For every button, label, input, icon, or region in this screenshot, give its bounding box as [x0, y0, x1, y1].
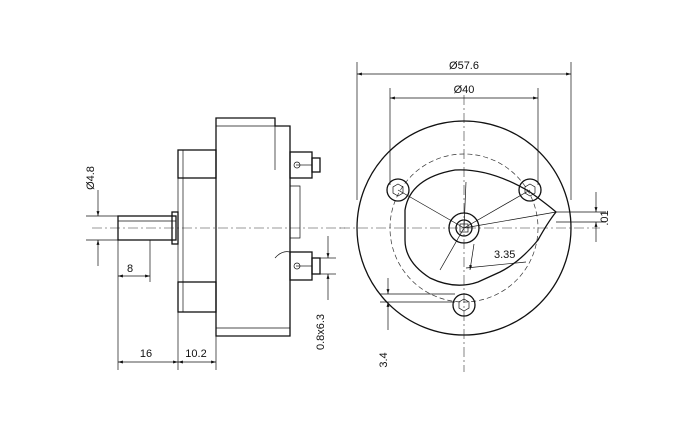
terminal-upper-tip [311, 157, 321, 173]
front-view [340, 95, 600, 372]
terminal-upper-hole [293, 161, 301, 169]
shaft [117, 215, 177, 241]
leader-335 [465, 261, 527, 269]
internal-wire [290, 185, 301, 239]
mounting-circle [389, 153, 539, 303]
mount-hole-bottom [452, 293, 476, 317]
radial-cam [463, 211, 557, 229]
terminal-lower-tip [311, 257, 321, 275]
dim-small-offset: .01 [599, 210, 611, 225]
dim-shaft-diameter: Ø4.8 [85, 166, 97, 190]
dim-outer-diameter: Ø57.6 [449, 60, 479, 72]
terminal-lower-hole [293, 262, 301, 270]
radial-up [463, 181, 467, 229]
dim-shaft-flat: 8 [127, 263, 133, 275]
side-dimensions: Ø4.8 8 16 10.2 0.8x6.3 [85, 166, 336, 370]
side-view [92, 117, 345, 337]
terminal-lower-bend [274, 251, 291, 259]
dim-mount-diameter: Ø40 [454, 84, 475, 96]
mount-hole-right [518, 178, 542, 202]
hub-outer [448, 212, 480, 244]
main-body [215, 117, 291, 337]
front-plate [177, 177, 217, 283]
outer-circle [356, 120, 572, 336]
dim-shaft-length: 16 [140, 348, 152, 360]
dim-body-offset: 10.2 [185, 348, 206, 360]
radial-right [463, 189, 531, 229]
dim-terminal: 0.8x6.3 [315, 314, 327, 350]
dim-tab-offset: 3.4 [378, 352, 390, 367]
bushing-bottom [177, 281, 217, 313]
cam-plate [404, 169, 557, 286]
dim-hole-offset: 3.35 [494, 249, 515, 261]
bushing-top [177, 149, 217, 179]
radial-low [439, 227, 465, 271]
radial-left [397, 189, 465, 229]
front-dimensions: Ø57.6 Ø40 3.35 .01 3.4 [356, 60, 611, 368]
mount-hole-left [386, 178, 410, 202]
